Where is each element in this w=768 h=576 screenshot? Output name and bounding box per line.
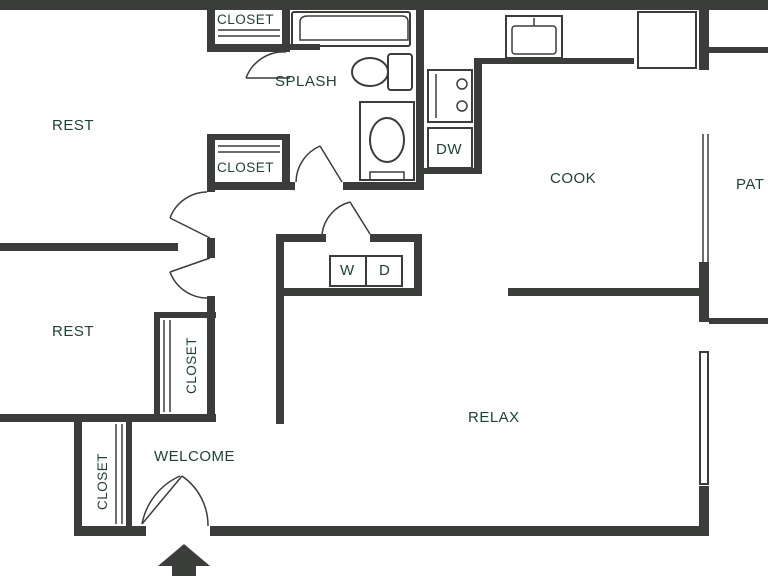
room-label-rest-bottom: REST bbox=[52, 323, 95, 340]
walls bbox=[0, 0, 768, 536]
bathtub bbox=[291, 11, 411, 47]
appliance-label-dishwasher: DW bbox=[436, 141, 462, 158]
closet-label-upper-middle: CLOSET bbox=[217, 160, 275, 175]
appliance-label-washer: W bbox=[340, 262, 355, 279]
refrigerator bbox=[637, 11, 697, 69]
closet-label-entry-vertical: CLOSET bbox=[95, 452, 111, 511]
washer-dryer bbox=[329, 255, 403, 287]
swing-doors bbox=[141, 51, 371, 527]
stove bbox=[427, 69, 473, 123]
closet-label-top: CLOSET bbox=[217, 12, 275, 27]
appliance-label-dryer: D bbox=[379, 262, 391, 279]
toilet bbox=[351, 53, 413, 91]
room-label-relax: RELAX bbox=[468, 409, 520, 426]
bath-sink bbox=[359, 101, 415, 181]
dishwasher bbox=[427, 127, 473, 169]
room-label-cook: COOK bbox=[550, 170, 597, 187]
room-label-splash: SPLASH bbox=[275, 73, 338, 90]
closet-label-right-vertical: CLOSET bbox=[184, 336, 200, 395]
sliding-doors bbox=[115, 29, 709, 524]
room-label-patio: PAT bbox=[736, 176, 765, 193]
entry-arrow-icon bbox=[158, 544, 210, 576]
room-label-rest-top: REST bbox=[52, 117, 95, 134]
room-label-welcome: WELCOME bbox=[154, 448, 236, 465]
kitchen-sink bbox=[505, 15, 563, 59]
